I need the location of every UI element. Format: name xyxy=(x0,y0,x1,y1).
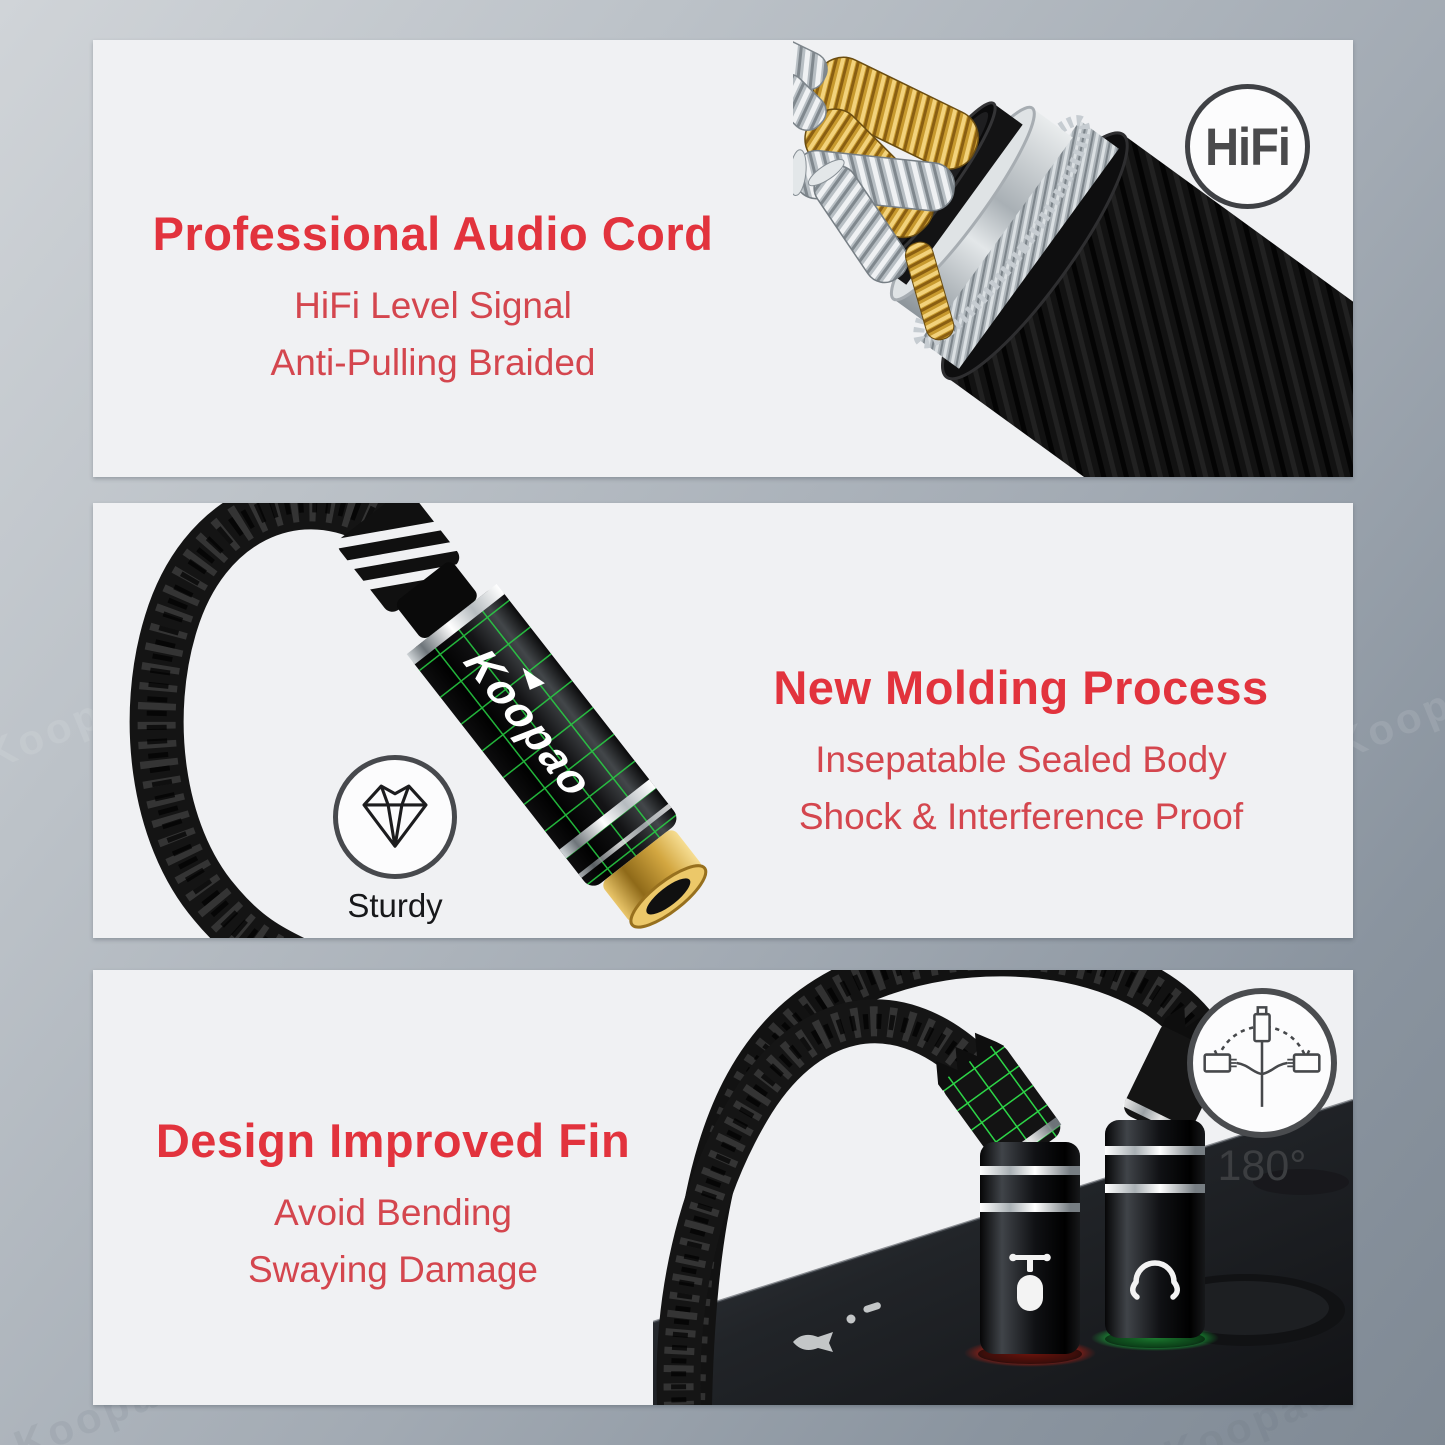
connector-body xyxy=(1105,1120,1205,1338)
copper-coil-wire xyxy=(793,40,979,170)
cut-cable xyxy=(793,40,1353,477)
connector-neck xyxy=(396,562,477,638)
jack-socket-hole xyxy=(646,878,691,915)
panel-title: Design Improved Fin xyxy=(155,1114,631,1167)
shield-strand-ring xyxy=(913,115,1091,349)
sturdy-badge-label: Sturdy xyxy=(347,887,443,924)
cable-cross-section-photo xyxy=(793,40,1353,477)
panel-subtitle-line: Insepatable Sealed Body xyxy=(815,739,1227,780)
feature-text-block: Design Improved Fin Avoid Bending Swayin… xyxy=(93,1113,693,1299)
desk-printed-icons xyxy=(793,1302,881,1352)
feature-text-block: Professional Audio Cord HiFi Level Signa… xyxy=(123,206,743,392)
silver-twisted-wire xyxy=(807,159,909,284)
braided-jacket xyxy=(946,134,1353,477)
metal-ring xyxy=(980,1166,1080,1175)
hifi-badge-label: HiFi xyxy=(1205,116,1291,177)
panel-audio-cord: HiFi Professional Audio Cord HiFi Level … xyxy=(93,40,1353,477)
metal-ring xyxy=(1105,1146,1205,1155)
headset-port-icon xyxy=(1130,1260,1180,1300)
connector-body xyxy=(980,1142,1080,1354)
panel-subtitle-line: Anti-Pulling Braided xyxy=(270,342,596,384)
braided-cable xyxy=(129,503,398,938)
gold-jack-tip xyxy=(603,830,702,922)
diamond-icon xyxy=(362,784,428,848)
panel-title: Professional Audio Cord xyxy=(152,207,714,260)
rotation-180-badge xyxy=(1187,988,1337,1138)
female-jack-connector: Koopao xyxy=(313,503,708,929)
panel-subtitle-line: Avoid Bending xyxy=(274,1192,512,1233)
metal-ring xyxy=(578,803,672,878)
metal-ring xyxy=(980,1203,1080,1212)
rotation-icon xyxy=(1203,1006,1321,1107)
metal-ring xyxy=(406,583,505,665)
panel-subtitle-line: Shock & Interference Proof xyxy=(798,796,1244,838)
braided-adapter-connector-photo: Koopao xyxy=(129,503,708,938)
panel-subtitle-line: HiFi Level Signal xyxy=(294,285,572,326)
panel-title: New Molding Process xyxy=(773,661,1269,714)
rotation-badge-label: 180° xyxy=(1217,1142,1307,1190)
panel-subtitle-line: Swaying Damage xyxy=(248,1249,538,1291)
mic-connector xyxy=(936,1032,1096,1367)
metal-ring xyxy=(1105,1184,1205,1193)
hifi-badge: HiFi xyxy=(1185,84,1310,209)
panel-molding-process: Koopao Sturdy New Molding Process Insepa… xyxy=(93,503,1353,938)
desk-grommet xyxy=(1253,1169,1349,1195)
panel-improved-fin: 180° Design Improved Fin Avoid Bending S… xyxy=(93,970,1353,1405)
braided-cable xyxy=(656,999,995,1405)
metal-ring xyxy=(559,779,656,859)
stray-copper-strand xyxy=(904,241,955,341)
logo-triangle xyxy=(522,667,545,690)
sturdy-badge xyxy=(333,755,457,879)
mic-port-icon xyxy=(1009,1253,1051,1311)
feature-text-block: New Molding Process Insepatable Sealed B… xyxy=(691,660,1351,846)
